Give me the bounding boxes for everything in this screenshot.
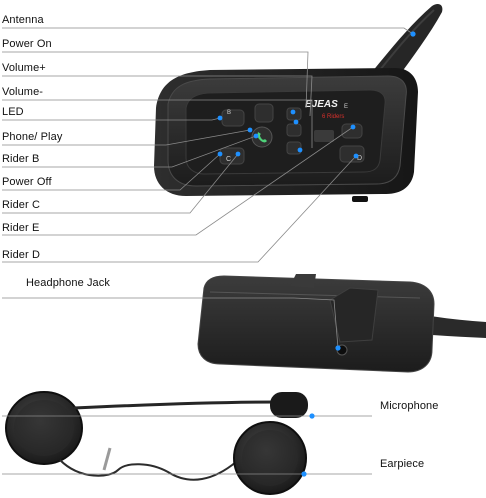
intercom-side-view [197, 274, 486, 373]
label-rider-e: Rider E [2, 222, 40, 234]
label-rider-d: Rider D [2, 249, 40, 261]
label-rider-b: Rider B [2, 153, 40, 165]
antenna [372, 4, 443, 80]
microphone-foam [270, 392, 308, 418]
label-power-off: Power Off [2, 176, 52, 188]
label-microphone: Microphone [380, 400, 439, 412]
label-headphone-jack: Headphone Jack [26, 277, 110, 289]
model-badge: 6 Riders [322, 114, 344, 120]
label-phone-play: Phone/ Play [2, 131, 63, 143]
label-earpiece: Earpiece [380, 458, 425, 470]
callout-markers [217, 31, 416, 477]
key-e-label: E [344, 104, 348, 110]
label-led: LED [2, 106, 24, 118]
leader-lines [2, 27, 414, 475]
key-c-label: C [226, 156, 231, 163]
key-b-label: B [227, 110, 231, 116]
key-d-label: D [357, 155, 362, 162]
brand-logo: EJEAS [305, 99, 338, 110]
headset [5, 391, 308, 495]
label-rider-c: Rider C [2, 199, 40, 211]
label-power-on: Power On [2, 38, 52, 50]
intercom-unit [154, 4, 443, 202]
label-antenna: Antenna [2, 14, 44, 26]
label-volume-down: Volume- [2, 86, 44, 98]
phone-icon [257, 132, 267, 143]
label-volume-up: Volume+ [2, 62, 46, 74]
